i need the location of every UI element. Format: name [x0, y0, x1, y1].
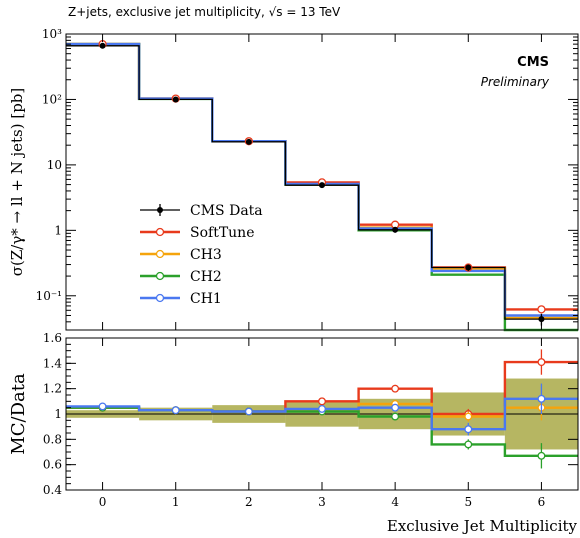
legend-marker [155, 249, 165, 259]
status-label: Preliminary [481, 75, 550, 89]
x-tick-label: 2 [245, 495, 253, 509]
legend-marker [155, 293, 165, 303]
ratio-y-tick-label: 1.6 [43, 331, 62, 345]
ratio-plot: 0.4 0.6 0.8 1 1.2 1.4 1.6 0 1 2 3 4 5 6 [43, 331, 579, 509]
ratio-marker [391, 384, 400, 393]
experiment-label: CMS [517, 55, 549, 70]
legend-label: CMS Data [190, 203, 263, 219]
main-y-tick-label: 1 [54, 223, 62, 237]
ratio-y-tick-label: 1.4 [43, 356, 62, 370]
x-tick-label: 0 [99, 495, 107, 509]
x-tick-label: 5 [464, 495, 472, 509]
main-data-point [99, 42, 106, 49]
legend-marker [155, 271, 165, 281]
ratio-marker [464, 412, 473, 421]
main-data-point [319, 182, 325, 189]
main-data-point [172, 96, 179, 103]
x-tick-label: 1 [172, 495, 180, 509]
ratio-y-tick-label: 1.2 [43, 382, 62, 396]
main-data-point [538, 316, 545, 323]
legend-label: SoftTune [190, 225, 254, 241]
main-y-tick-label: 10³ [42, 27, 62, 41]
ratio-marker [98, 402, 107, 411]
main-data-point [392, 226, 399, 233]
main-data-point [245, 138, 252, 145]
legend-data-marker [157, 207, 163, 213]
main-y-tick-label: 10 [47, 158, 62, 172]
legend-label: CH2 [190, 269, 222, 285]
main-data-point [465, 264, 472, 271]
legend-marker [155, 227, 165, 237]
x-tick-label: 6 [538, 495, 546, 509]
legend-label: CH1 [190, 291, 222, 307]
ratio-y-axis-label: MC/Data [8, 373, 29, 455]
ratio-y-tick-label: 0.4 [43, 483, 62, 497]
ratio-marker [537, 451, 546, 460]
ratio-marker [244, 407, 253, 416]
ratio-marker [318, 404, 326, 413]
ratio-y-tick-label: 1 [54, 407, 62, 421]
main-y-tick-label: 10² [42, 92, 62, 106]
legend-label: CH3 [190, 247, 222, 263]
x-tick-label: 3 [318, 495, 326, 509]
ratio-marker [318, 397, 326, 406]
ratio-marker [171, 406, 180, 415]
ratio-marker [537, 394, 546, 403]
main-y-tick-label: 10⁻¹ [36, 289, 62, 303]
ratio-marker [464, 425, 473, 434]
chart-title: Z+jets, exclusive jet multiplicity, √s =… [68, 5, 341, 19]
main-softtune-marker [537, 305, 546, 314]
ratio-marker [391, 403, 400, 412]
ratio-marker [464, 440, 473, 449]
ratio-marker [391, 412, 400, 421]
x-tick-label: 4 [391, 495, 399, 509]
main-y-axis-label: σ(Z/γ* → ll + N jets) [pb] [8, 88, 26, 277]
main-plot: 10⁻¹ 1 10 10² 10³ [36, 27, 579, 332]
ratio-marker [537, 358, 546, 367]
ratio-y-tick-label: 0.8 [43, 432, 62, 446]
x-axis-label: Exclusive Jet Multiplicity [387, 517, 578, 535]
ratio-y-tick-label: 0.6 [43, 458, 62, 472]
